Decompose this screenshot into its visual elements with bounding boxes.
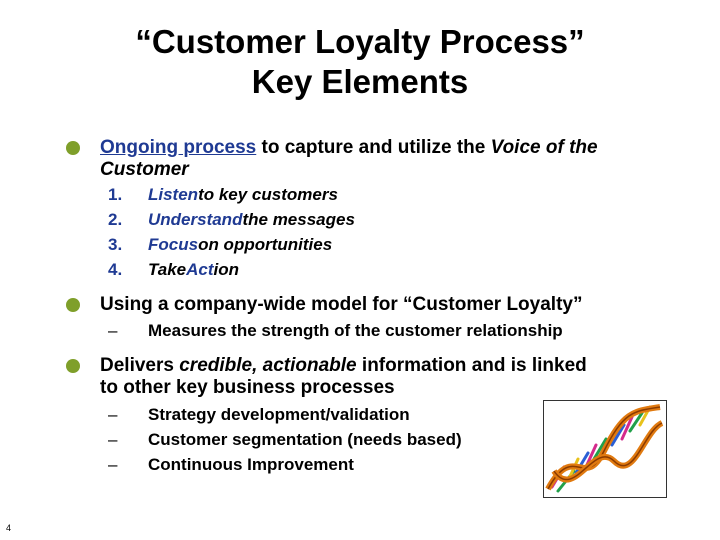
list-item-keyword: Act <box>186 260 214 279</box>
title-line-2: Key Elements <box>251 63 469 100</box>
list-marker: – <box>108 321 118 340</box>
list-item-text: to key customers <box>198 185 338 204</box>
bullet-dot-icon <box>66 359 80 373</box>
list-item-keyword: Listen <box>148 185 199 204</box>
list-item: – Continuous Improvement <box>108 452 354 477</box>
list-item-text: on opportunities <box>198 235 333 254</box>
list-marker: 1. <box>108 185 123 204</box>
list-marker: – <box>108 430 118 449</box>
list-item-text: Take <box>148 260 187 279</box>
list-item: 3. Focus on opportunities <box>108 232 332 257</box>
list-item: – Strategy development/validation <box>108 402 410 427</box>
list-item-text: Continuous Improvement <box>148 455 354 474</box>
bullet-1: Ongoing process to capture and utilize t… <box>66 137 598 180</box>
bullet-3-text-part: information and is linked <box>356 355 587 376</box>
list-item-text: Customer segmentation (needs based) <box>148 430 462 449</box>
bullet-3-text-part: Delivers <box>100 355 180 376</box>
list-item: 1. Listen to key customers <box>108 182 338 207</box>
bullet-3: Delivers credible, actionable informatio… <box>66 355 587 398</box>
voice-of-the-text: Voice of the <box>490 137 598 158</box>
list-marker: – <box>108 405 118 424</box>
bullet-dot-icon <box>66 298 80 312</box>
list-item-keyword: Understand <box>148 210 243 229</box>
list-item: – Measures the strength of the customer … <box>108 318 563 343</box>
bullet-2-text: Using a company-wide model for “Customer… <box>100 294 583 315</box>
list-item-text: the messages <box>242 210 355 229</box>
title-line-1: “Customer Loyalty Process” <box>135 23 585 60</box>
list-marker: 4. <box>108 260 123 279</box>
bullet-2: Using a company-wide model for “Customer… <box>66 294 582 315</box>
credible-actionable-text: credible, actionable <box>179 355 357 376</box>
list-marker: – <box>108 455 118 474</box>
bullet-3-text: Delivers credible, actionable informatio… <box>100 355 700 399</box>
slide-title: “Customer Loyalty Process” Key Elements <box>0 22 720 102</box>
list-item-keyword: Focus <box>148 235 199 254</box>
list-item-text: Strategy development/validation <box>148 405 410 424</box>
list-item-text: ion <box>213 260 240 279</box>
list-item: 2. Understand the messages <box>108 207 355 232</box>
bullet-dot-icon <box>66 141 80 155</box>
customer-text: Customer <box>100 159 189 180</box>
list-marker: 2. <box>108 210 123 229</box>
bullet-1-text-part: to capture and utilize the <box>256 137 491 158</box>
dna-helix-icon <box>543 400 667 498</box>
ongoing-process-text: Ongoing process <box>100 137 257 158</box>
list-item-text: Measures the strength of the customer re… <box>148 321 563 340</box>
bullet-1-text: Ongoing process to capture and utilize t… <box>100 137 700 181</box>
page-number: 4 <box>6 523 12 533</box>
list-item: – Customer segmentation (needs based) <box>108 427 462 452</box>
list-marker: 3. <box>108 235 123 254</box>
bullet-3-text-part: to other key business processes <box>100 377 395 398</box>
